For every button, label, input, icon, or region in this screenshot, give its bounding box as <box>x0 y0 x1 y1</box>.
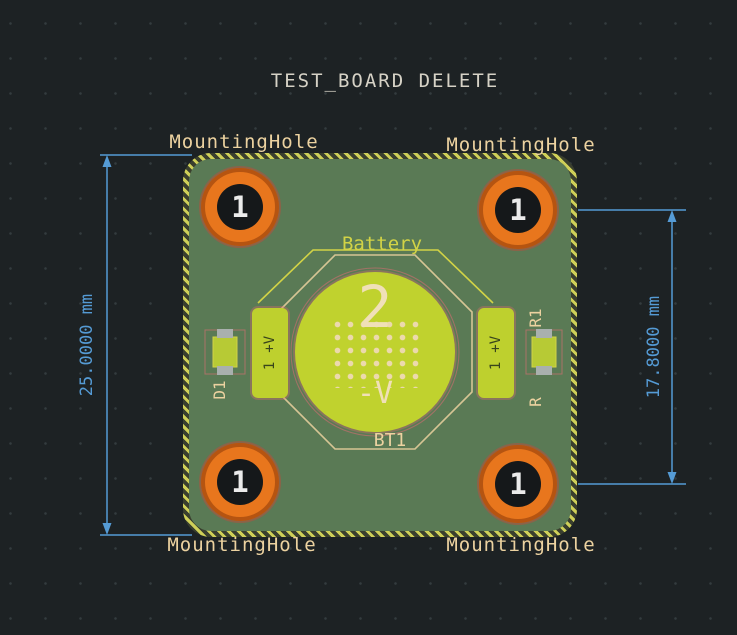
mounting-hole-pad-number: 1 <box>217 184 263 230</box>
pad-number: 1 <box>488 361 504 371</box>
battery-polarity-label: -V <box>356 376 394 411</box>
dimension-value-right[interactable]: 17.8000 mm <box>644 295 664 399</box>
reference-label-d1[interactable]: D1 <box>210 380 229 400</box>
pad-number: 1 <box>262 361 278 371</box>
mounting-hole-label-top-left[interactable]: MountingHole <box>169 131 319 153</box>
mounting-hole-label-top-right[interactable]: MountingHole <box>446 134 596 156</box>
battery-pad[interactable]: 2 -V <box>295 272 455 432</box>
mounting-hole-bottom-right[interactable]: 1 <box>479 445 557 523</box>
pad-net-label: +V <box>262 335 278 353</box>
battery-value-label[interactable]: Battery <box>341 233 423 255</box>
mounting-hole-top-left[interactable]: 1 <box>201 168 279 246</box>
battery-reference-label[interactable]: BT1 <box>373 430 407 451</box>
mounting-hole-label-bottom-left[interactable]: MountingHole <box>167 534 317 556</box>
mounting-hole-pad-number: 1 <box>495 461 541 507</box>
battery-pad-number: 2 <box>357 273 393 341</box>
reference-label-r[interactable]: R <box>526 397 545 407</box>
battery-paste-dots <box>329 316 421 388</box>
board-title[interactable]: TEST_BOARD DELETE <box>270 70 500 92</box>
mounting-hole-label-bottom-right[interactable]: MountingHole <box>446 534 596 556</box>
mounting-hole-pad-number: 1 <box>217 459 263 505</box>
dimension-value-left[interactable]: 25.0000 mm <box>77 293 97 397</box>
mounting-hole-top-right[interactable]: 1 <box>479 171 557 249</box>
pad-net-label: +V <box>488 335 504 353</box>
battery-terminal-pad-right[interactable]: 1 +V <box>478 308 514 398</box>
reference-label-r1[interactable]: R1 <box>526 308 545 328</box>
pad-text-left: 1 +V <box>225 335 315 371</box>
mounting-hole-pad-number: 1 <box>495 187 541 233</box>
battery-terminal-pad-left[interactable]: 1 +V <box>252 308 288 398</box>
board-silkscreen-graphics <box>204 249 563 450</box>
mounting-hole-bottom-left[interactable]: 1 <box>201 443 279 521</box>
